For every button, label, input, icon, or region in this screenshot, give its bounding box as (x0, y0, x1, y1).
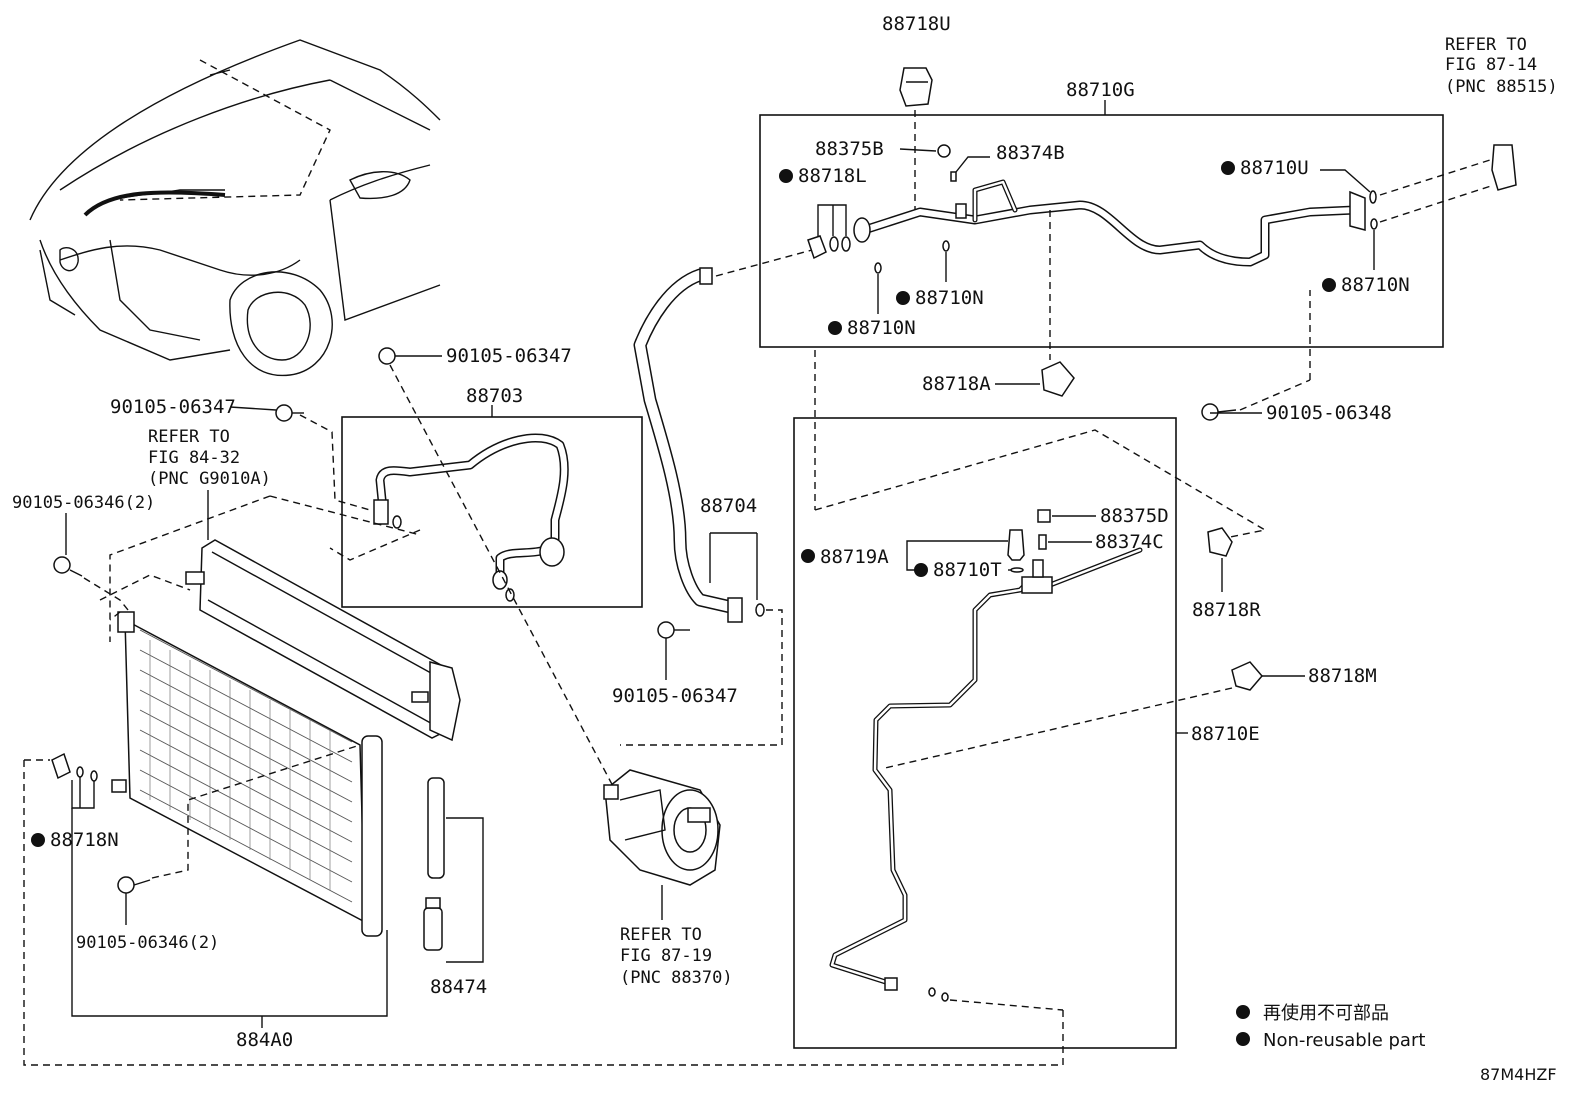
bolt-90105-06347-mid (657, 621, 690, 639)
label-88703: 88703 (466, 385, 523, 407)
label-90105-06346-top: 90105-06346(2) (12, 493, 155, 513)
legend-english: Non-reusable part (1263, 1030, 1425, 1051)
label-88710T: 88710T (933, 559, 1002, 581)
label-90105-06347-top: 90105-06347 (446, 345, 572, 367)
label-88718M: 88718M (1308, 665, 1377, 687)
compressor (603, 769, 721, 886)
valve-88515 (1491, 144, 1517, 191)
label-88718N: 88718N (50, 829, 119, 851)
vehicle-illustration (29, 39, 441, 377)
ref-bottom-line1: REFER TO (620, 925, 702, 945)
ref-bottom-line3: (PNC 88370) (620, 968, 733, 988)
label-90105-06347-left: 90105-06347 (110, 396, 236, 418)
bolt-90105-06348 (1201, 403, 1237, 421)
label-88718R: 88718R (1192, 599, 1261, 621)
ref-top-right-line2: FIG 87-14 (1445, 55, 1537, 75)
label-88718U: 88718U (882, 13, 951, 35)
cap-88375D (1037, 509, 1051, 523)
label-88710E: 88710E (1191, 723, 1260, 745)
label-88718A: 88718A (922, 373, 991, 395)
label-88710N-b: 88710N (847, 317, 916, 339)
core-88374B (950, 171, 957, 182)
legend-japanese: 再使用不可部品 (1263, 1003, 1389, 1024)
ref-bottom-line2: FIG 87-19 (620, 946, 712, 966)
ref-left-line1: REFER TO (148, 427, 230, 447)
ref-left-line3: (PNC G9010A) (148, 469, 271, 489)
pipe-88710G (853, 179, 1366, 267)
condenser-884A0 (111, 611, 383, 937)
label-88710G: 88710G (1066, 79, 1135, 101)
pipe-88703 (373, 433, 569, 602)
label-88375B: 88375B (815, 138, 884, 160)
bolt-90105-06347-left (275, 404, 304, 422)
label-88718L: 88718L (798, 165, 867, 187)
ref-left-line2: FIG 84-32 (148, 448, 240, 468)
intercooler-unit (185, 539, 461, 742)
cap-88375B (937, 144, 951, 158)
label-90105-06347-mid: 90105-06347 (612, 685, 738, 707)
pipe-88710E (829, 547, 1143, 1002)
label-88719A: 88719A (820, 546, 889, 568)
filter-88474 (423, 777, 445, 951)
clip-88718M (1231, 661, 1263, 691)
hose-88704 (633, 267, 765, 623)
label-88710N-c: 88710N (1341, 274, 1410, 296)
clip-88718U (899, 67, 933, 107)
bolt-90105-06346-top (53, 556, 83, 577)
ref-top-right-line1: REFER TO (1445, 35, 1527, 55)
label-88474: 88474 (430, 976, 487, 998)
box-88710G (759, 114, 1444, 348)
label-88710N-a: 88710N (915, 287, 984, 309)
clip-88718R (1207, 527, 1233, 557)
bolt-90105-06346-bot (117, 876, 151, 894)
label-88375D: 88375D (1100, 505, 1169, 527)
label-88374B: 88374B (996, 142, 1065, 164)
oring-88710T (1010, 567, 1024, 573)
core-88374C (1038, 534, 1047, 550)
label-90105-06348: 90105-06348 (1266, 402, 1392, 424)
label-90105-06346-bot: 90105-06346(2) (76, 933, 219, 953)
clip-88718N (51, 752, 98, 782)
label-88374C: 88374C (1095, 531, 1164, 553)
label-88704: 88704 (700, 495, 757, 517)
clip-88718A (1041, 361, 1075, 397)
sensor-88719A (1007, 529, 1025, 561)
clip-88718L (807, 235, 851, 260)
ref-top-right-line3: (PNC 88515) (1445, 77, 1558, 97)
figure-code: 87M4HZF (1480, 1065, 1557, 1084)
bolt-90105-06347-top (378, 347, 442, 365)
label-88710U: 88710U (1240, 157, 1309, 179)
label-884A0: 884A0 (236, 1029, 293, 1051)
